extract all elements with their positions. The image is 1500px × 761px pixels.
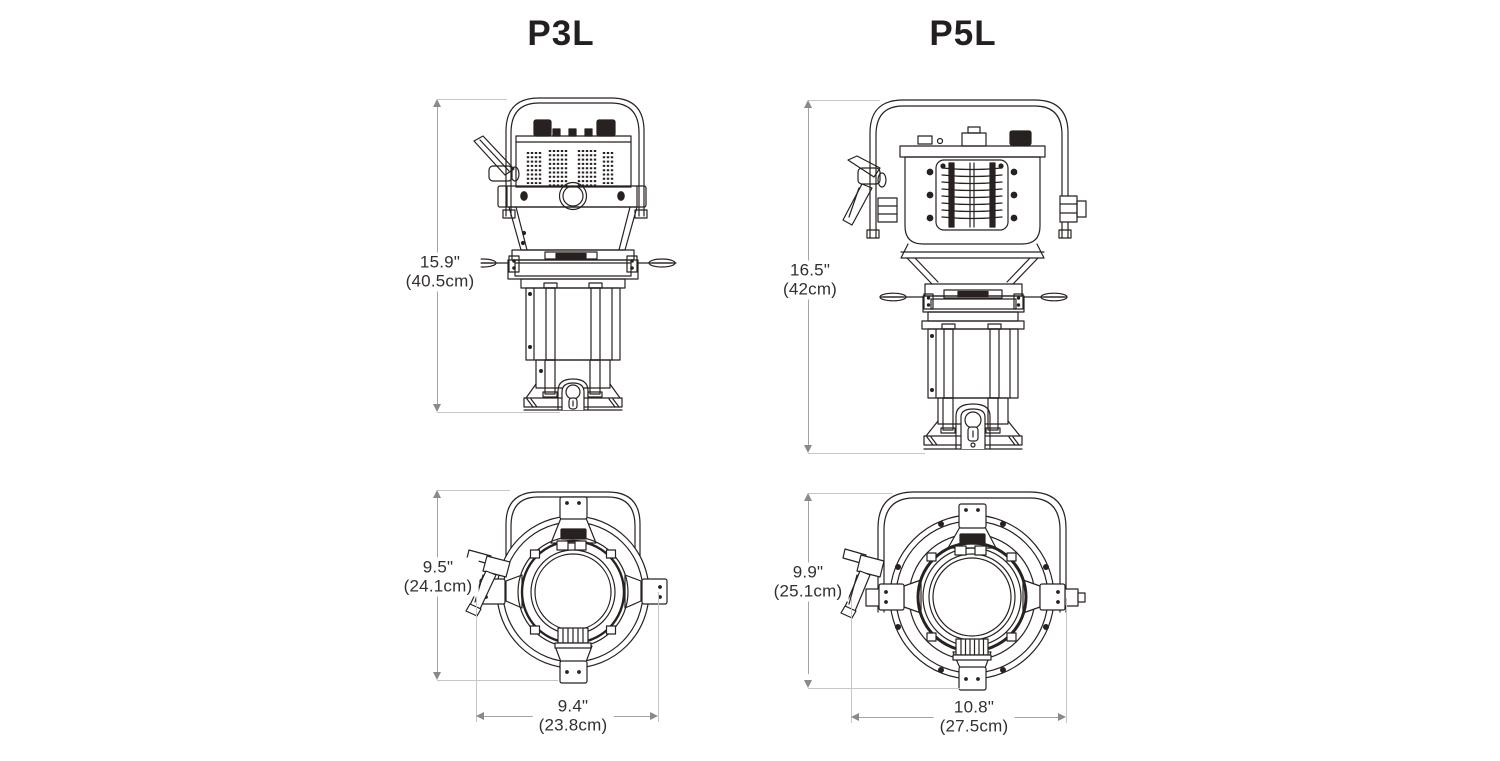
p3l-side-view-drawing xyxy=(469,97,677,411)
p5l-front-yoke xyxy=(877,491,1067,613)
arrow-down-icon xyxy=(433,672,441,680)
p5l-handle xyxy=(842,155,887,226)
extension-line xyxy=(808,453,925,454)
p5l-front-end xyxy=(923,397,1023,450)
arrow-down-icon xyxy=(804,680,812,688)
arrow-down-icon xyxy=(433,404,441,412)
height-inches: 16.5" xyxy=(789,260,831,280)
extension-line xyxy=(1066,598,1067,723)
arrow-down-icon xyxy=(804,445,812,453)
arrow-right-icon xyxy=(650,712,658,720)
height-inches: 15.9" xyxy=(419,252,461,272)
arrow-left-icon xyxy=(851,713,859,721)
p3l-front-lens xyxy=(517,528,629,649)
arrow-up-icon xyxy=(433,99,441,107)
p5l-front-handle xyxy=(840,548,885,619)
extension-line xyxy=(437,490,510,491)
extension-line xyxy=(808,100,880,101)
p3l-front-width-label: 9.4" (23.8cm) xyxy=(532,696,614,736)
arrow-up-icon xyxy=(433,490,441,498)
p5l-side-height-label: 16.5" (42cm) xyxy=(776,260,844,300)
arrow-up-icon xyxy=(804,493,812,501)
p3l-vents xyxy=(526,150,614,186)
height-inches: 9.9" xyxy=(792,562,824,582)
p5l-yoke xyxy=(866,99,1087,239)
arrow-right-icon xyxy=(1058,713,1066,721)
p3l-neck xyxy=(508,206,638,251)
p3l-shutter-gate xyxy=(469,249,677,280)
width-centimeters: (23.8cm) xyxy=(538,715,608,734)
figure-title-p5l: P5L xyxy=(929,14,997,53)
p3l-rear-body xyxy=(515,119,632,188)
width-centimeters: (27.5cm) xyxy=(939,716,1009,735)
p3l-handle xyxy=(473,135,520,182)
p3l-lens-barrel xyxy=(520,278,626,361)
p5l-front-height-label: 9.9" (25.1cm) xyxy=(767,562,849,602)
width-inches: 10.8" xyxy=(953,697,995,717)
p5l-side-view-drawing xyxy=(842,99,1087,450)
extension-line xyxy=(851,598,852,723)
extension-line xyxy=(437,412,560,413)
width-inches: 9.4" xyxy=(557,696,589,716)
height-centimeters: (25.1cm) xyxy=(773,581,843,600)
extension-line xyxy=(808,493,892,494)
p5l-front-width-label: 10.8" (27.5cm) xyxy=(933,697,1015,737)
height-inches: 9.5" xyxy=(422,557,454,577)
extension-line xyxy=(437,99,507,100)
arrow-up-icon xyxy=(804,100,812,108)
p3l-yoke-crossbar xyxy=(497,181,647,211)
height-centimeters: (42cm) xyxy=(782,279,838,298)
p5l-front-view-drawing xyxy=(840,491,1086,691)
extension-line xyxy=(658,592,659,722)
extension-line xyxy=(437,680,558,681)
p5l-shutter-gate xyxy=(879,283,1068,322)
p5l-rear-housing xyxy=(899,126,1046,245)
p3l-front-height-label: 9.5" (24.1cm) xyxy=(397,557,479,597)
extension-line xyxy=(476,592,477,722)
p3l-front-view-drawing xyxy=(465,491,668,684)
p5l-front-lens xyxy=(916,533,1028,661)
height-centimeters: (24.1cm) xyxy=(403,576,473,595)
p5l-neck xyxy=(900,243,1045,285)
p5l-heatsink-fins xyxy=(926,159,1018,231)
figure-title-p3l: P3L xyxy=(527,14,595,53)
p3l-front-end xyxy=(523,359,623,411)
p5l-lens-barrel xyxy=(921,320,1025,399)
arrow-left-icon xyxy=(476,712,484,720)
height-centimeters: (40.5cm) xyxy=(405,271,475,290)
p3l-side-height-label: 15.9" (40.5cm) xyxy=(399,252,481,292)
extension-line xyxy=(808,688,960,689)
